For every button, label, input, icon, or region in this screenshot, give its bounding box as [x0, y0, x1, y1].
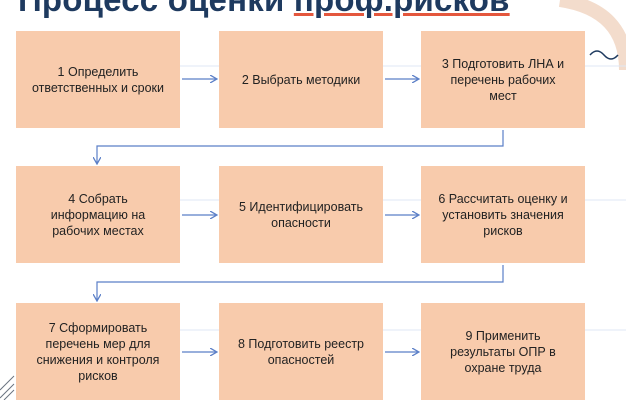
step-box-3: 3 Подготовить ЛНА и перечень рабочих мес…: [421, 31, 585, 128]
step-box-8: 8 Подготовить реестр опасностей: [219, 303, 383, 400]
step-label-4: 4 Собрать информацию на рабочих местах: [50, 191, 146, 238]
step-label-2: 2 Выбрать методики: [241, 72, 361, 87]
arrow-3-4: [97, 130, 504, 163]
step-box-7: 7 Сформировать перечень мер для снижения…: [16, 303, 180, 400]
step-box-1: 1 Определить ответственных и сроки: [16, 31, 180, 128]
page-title: Процесс оценки проф.рисков: [18, 0, 510, 19]
title-prefix: Процесс оценки: [18, 0, 294, 18]
step-label-1: 1 Определить ответственных и сроки: [31, 64, 165, 95]
step-label-3: 3 Подготовить ЛНА и перечень рабочих мес…: [441, 56, 565, 103]
step-box-4: 4 Собрать информацию на рабочих местах: [16, 166, 180, 263]
step-box-9: 9 Применить результаты ОПР в охране труд…: [421, 303, 585, 400]
wave-icon: [589, 50, 619, 60]
step-box-6: 6 Рассчитать оценку и установить значени…: [421, 166, 585, 263]
arrow-6-7: [97, 265, 504, 300]
hatch-decoration: [0, 375, 15, 400]
step-box-2: 2 Выбрать методики: [219, 31, 383, 128]
step-label-7: 7 Сформировать перечень мер для снижения…: [36, 320, 160, 383]
title-highlight: проф.рисков: [294, 0, 510, 18]
step-label-9: 9 Применить результаты ОПР в охране труд…: [450, 328, 556, 375]
step-label-5: 5 Идентифицировать опасности: [239, 199, 363, 230]
corner-arc-decoration: [558, 0, 626, 71]
step-box-5: 5 Идентифицировать опасности: [219, 166, 383, 263]
step-label-8: 8 Подготовить реестр опасностей: [238, 336, 364, 367]
step-label-6: 6 Рассчитать оценку и установить значени…: [438, 191, 568, 238]
